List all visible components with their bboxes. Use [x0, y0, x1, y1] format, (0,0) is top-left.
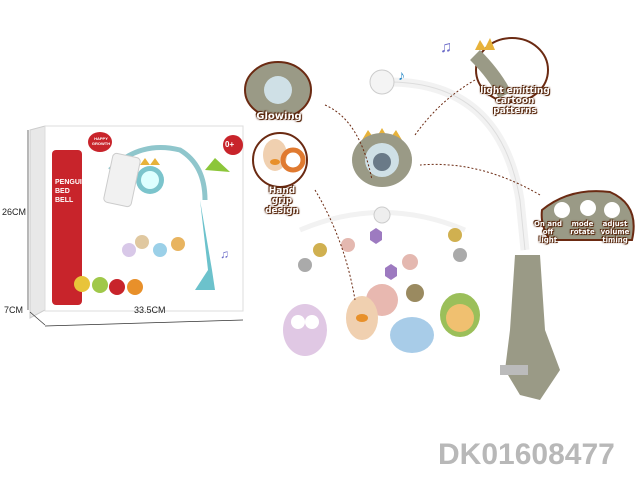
box-title-line: BELL — [55, 197, 74, 204]
dimension-width: 33.5CM — [134, 305, 166, 315]
box-title-line: PENGUIN — [55, 179, 87, 186]
svg-text:♫: ♫ — [220, 247, 229, 261]
dimension-height: 26CM — [2, 207, 27, 217]
svg-text:♪: ♪ — [398, 67, 405, 83]
dimension-depth: 7CM — [4, 305, 24, 315]
callout-hand-grip: Hand grip design — [265, 186, 299, 216]
callout-light-switch: On and off light — [533, 220, 563, 244]
callout-light-patterns: light emitting cartoon patterns — [480, 86, 550, 116]
callout-mode: mode rotate — [570, 220, 595, 236]
callout-volume: adjust volume timing — [600, 220, 630, 244]
svg-text:♫: ♫ — [440, 39, 452, 56]
happy-growth-badge: HAPPY GROWTH — [91, 136, 111, 146]
callout-glowing: Glowing — [256, 111, 302, 122]
age-badge: 0+ — [225, 140, 235, 149]
box-title-line: BED — [55, 188, 70, 195]
sku-code: DK01608477 — [438, 438, 615, 471]
box-title: PENGUIN BED BELL — [55, 178, 87, 205]
